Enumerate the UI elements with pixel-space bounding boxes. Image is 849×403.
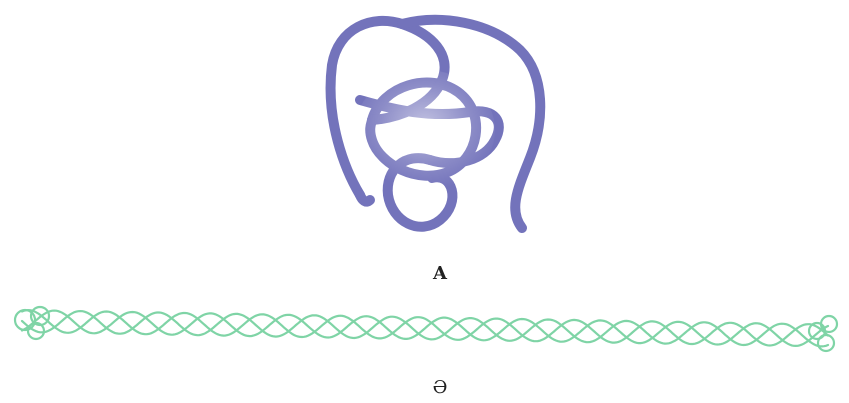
fibrous-helix-illustration — [13, 305, 839, 353]
fiber-left-end-cap — [13, 305, 51, 341]
fiber-end-ring — [816, 333, 836, 353]
coil-segment-outer-loop — [325, 15, 450, 200]
fiber-strand-1 — [20, 309, 830, 348]
fiber-strand-2 — [20, 309, 830, 348]
fiber-strand-3 — [20, 308, 830, 347]
fiber-end-ring — [13, 308, 37, 332]
panel-label-a: A — [433, 263, 447, 284]
fiber-end-ring — [26, 321, 46, 341]
fiber-right-end-cap — [807, 314, 839, 353]
globular-coil-illustration — [325, 14, 546, 233]
coil-segment-right-arc — [397, 14, 546, 233]
panel-label-b: Ә — [432, 377, 448, 398]
fiber-end-ring — [819, 314, 839, 334]
coil-segment-left-tail — [355, 190, 375, 207]
coil-highlight — [355, 70, 495, 190]
